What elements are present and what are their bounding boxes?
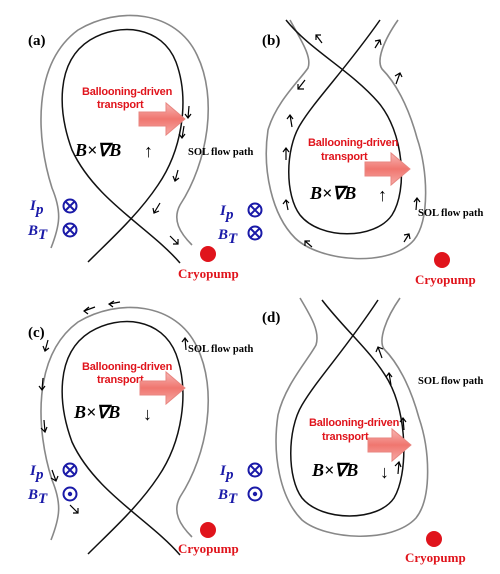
transport-label-line2: transport xyxy=(97,374,144,386)
bt-letter: B xyxy=(217,227,228,243)
sol-flow-label: SOL flow path xyxy=(418,376,484,387)
transport-label-line1: Ballooning-driven xyxy=(82,361,173,373)
transport-label-line1: Ballooning-driven xyxy=(82,86,173,98)
ip-subscript: p xyxy=(34,467,44,483)
bt-label: B T xyxy=(27,487,48,507)
drift-direction-arrow: ↓ xyxy=(143,404,152,424)
bt-out-of-page-icon xyxy=(62,486,78,502)
ip-subscript: p xyxy=(224,207,234,223)
transport-arrow xyxy=(139,370,186,406)
ip-into-page-icon xyxy=(247,462,263,478)
panel-b: (b) Ballooning-driven transport B×∇B ↑ S… xyxy=(217,19,484,287)
transport-label-line2: transport xyxy=(321,151,368,163)
sol-flow-arrows xyxy=(375,346,408,475)
separatrix-inner xyxy=(61,28,184,264)
separatrix-inner xyxy=(290,299,405,517)
drift-direction-arrow: ↑ xyxy=(144,141,153,161)
bt-into-page-icon xyxy=(62,222,78,238)
bt-label: B T xyxy=(217,227,238,247)
transport-arrow xyxy=(138,101,186,137)
transport-label-line2: transport xyxy=(97,99,144,111)
panel-c: (c) Ballooning-driven transport B×∇B ↓ S… xyxy=(27,300,254,556)
transport-label-line1: Ballooning-driven xyxy=(308,137,399,149)
ip-letter: I xyxy=(219,203,227,219)
ip-subscript: p xyxy=(224,467,234,483)
bt-letter: B xyxy=(27,223,38,239)
transport-arrow xyxy=(367,427,412,463)
ip-subscript: p xyxy=(34,202,44,218)
bt-subscript: T xyxy=(38,491,48,507)
panel-label: (a) xyxy=(28,33,46,49)
ip-label: I p xyxy=(29,463,44,483)
ip-letter: I xyxy=(219,463,227,479)
bxgradb-label: B×∇B xyxy=(311,460,358,480)
ip-label: I p xyxy=(29,198,44,218)
cryopump-marker xyxy=(426,531,442,547)
cryopump-label: Cryopump xyxy=(415,272,476,287)
separatrix-wall xyxy=(275,297,429,538)
sol-flow-label: SOL flow path xyxy=(188,147,254,158)
ip-letter: I xyxy=(29,463,37,479)
bt-out-of-page-icon xyxy=(247,486,263,502)
cryopump-label: Cryopump xyxy=(178,266,239,281)
separatrix-inner xyxy=(285,19,403,235)
panel-label: (d) xyxy=(262,310,280,326)
separatrix-wall xyxy=(265,19,427,260)
bt-label: B T xyxy=(217,487,238,507)
sol-flow-label: SOL flow path xyxy=(188,344,254,355)
cryopump-marker xyxy=(200,246,216,262)
ip-letter: I xyxy=(29,198,37,214)
ip-into-page-icon xyxy=(247,202,263,218)
transport-label-line2: transport xyxy=(322,431,369,443)
ip-label: I p xyxy=(219,203,234,223)
bt-letter: B xyxy=(217,487,228,503)
sol-flow-arrows xyxy=(38,300,189,514)
drift-direction-arrow: ↑ xyxy=(378,185,387,205)
ip-into-page-icon xyxy=(62,198,78,214)
panel-label: (b) xyxy=(262,33,280,49)
bxgradb-label: B×∇B xyxy=(73,402,120,422)
sol-flow-arrows xyxy=(282,34,421,248)
bt-subscript: T xyxy=(38,227,48,243)
panel-a: (a) Ballooning-driven transport B×∇B ↑ S… xyxy=(27,14,254,281)
bxgradb-label: B×∇B xyxy=(74,140,121,160)
transport-arrow xyxy=(364,151,411,187)
cryopump-marker xyxy=(434,252,450,268)
transport-label-line1: Ballooning-driven xyxy=(309,417,400,429)
bt-subscript: T xyxy=(228,491,238,507)
cryopump-marker xyxy=(200,522,216,538)
ip-into-page-icon xyxy=(62,462,78,478)
panel-label: (c) xyxy=(28,325,45,341)
drift-direction-arrow: ↓ xyxy=(380,462,389,482)
separatrix-wall xyxy=(40,14,210,249)
separatrix-inner xyxy=(61,320,184,556)
bt-into-page-icon xyxy=(247,225,263,241)
cryopump-label: Cryopump xyxy=(405,550,466,565)
bt-label: B T xyxy=(27,223,48,243)
separatrix-wall xyxy=(40,306,210,541)
bxgradb-label: B×∇B xyxy=(309,183,356,203)
cryopump-label: Cryopump xyxy=(178,541,239,556)
sol-flow-label: SOL flow path xyxy=(418,208,484,219)
ip-label: I p xyxy=(219,463,234,483)
bt-letter: B xyxy=(27,487,38,503)
sol-flow-arrows xyxy=(152,105,192,245)
panel-d: (d) Ballooning-driven transport B×∇B ↓ S… xyxy=(217,297,484,565)
bt-subscript: T xyxy=(228,231,238,247)
